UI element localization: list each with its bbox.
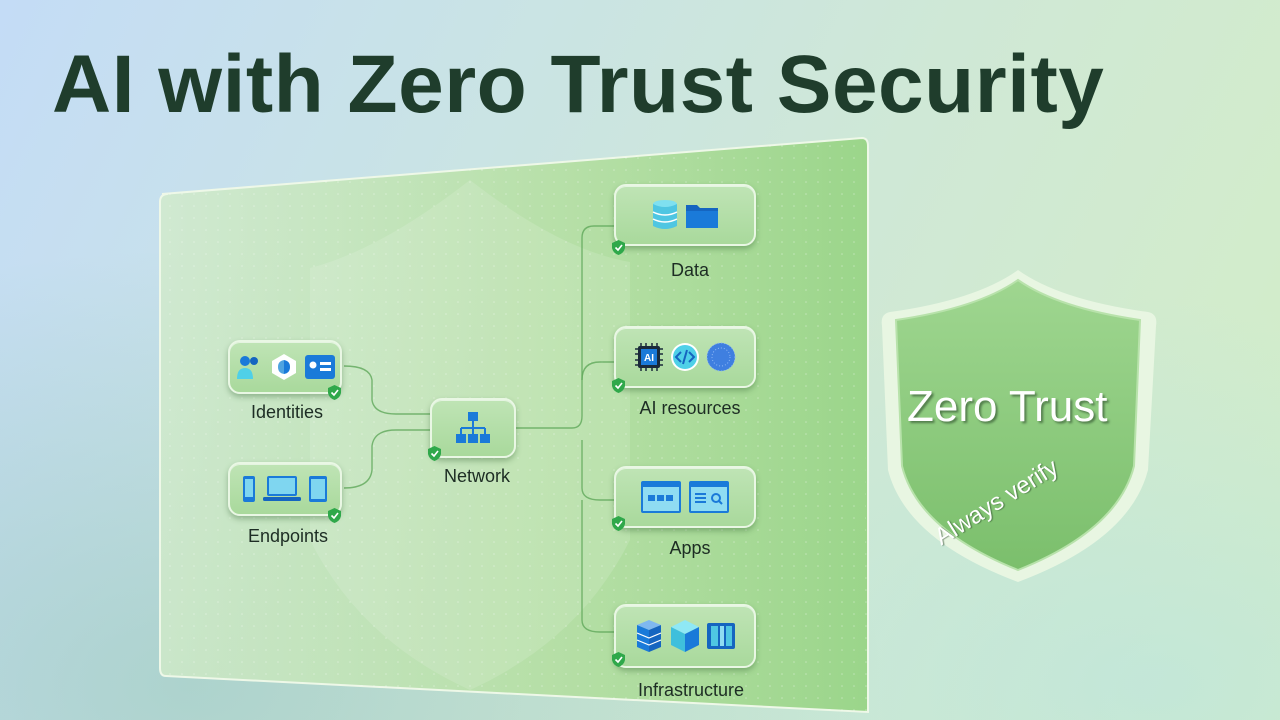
verified-check-icon [612,378,625,393]
ai-resources-label: AI resources [639,398,741,418]
endpoints-label: Endpoints [247,526,329,546]
network-node[interactable] [430,398,516,458]
app-window-icon [641,481,681,513]
phone-icon [243,476,255,502]
apps-label: Apps [669,538,711,558]
database-icon [652,200,678,229]
server-stack-icon [636,620,662,652]
ai-sphere-icon [706,342,736,372]
network-topology-icon [456,412,490,443]
apps-node[interactable] [614,466,756,528]
data-label: Data [670,260,710,280]
hexagon-identity-icon [272,354,296,380]
verified-check-icon [612,516,625,531]
page-title: AI with Zero Trust Security [52,39,1105,130]
zero-trust-title: Zero Trust [907,382,1108,431]
tablet-icon [309,476,327,502]
laptop-icon [263,476,301,501]
ai-chip-icon: AI [635,343,663,371]
cube-icon [671,620,699,652]
data-node[interactable] [614,184,756,246]
container-icon [707,623,735,649]
verified-check-icon [428,446,441,461]
verified-check-icon [612,652,625,667]
identities-node[interactable] [228,340,342,394]
verified-check-icon [328,508,341,523]
ai-resources-node[interactable]: AI [614,326,756,388]
code-icon [671,343,699,371]
identities-label: Identities [250,402,324,422]
user-group-icon [237,356,258,379]
verified-check-icon [328,385,341,400]
infrastructure-node[interactable] [614,604,756,668]
folder-icon [686,205,718,228]
verified-check-icon [612,240,625,255]
connector-lines [343,225,614,633]
infrastructure-label: Infrastructure [637,680,745,700]
ai-chip-text: AI [644,353,654,364]
endpoints-node[interactable] [228,462,342,516]
app-window-search-icon [689,481,729,513]
id-card-icon [305,355,335,379]
network-label: Network [443,466,511,486]
zero-trust-shield [881,270,1157,582]
